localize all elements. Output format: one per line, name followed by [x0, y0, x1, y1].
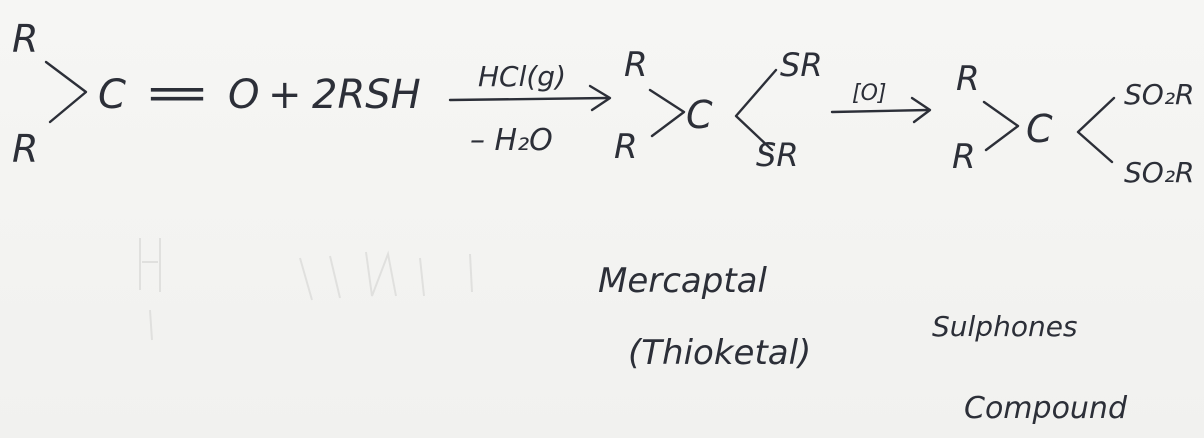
intermediate-label: Mercaptal (Thioketal) [598, 261, 811, 373]
intermediate-group-top: SR [780, 46, 823, 84]
reactant-double-bond: = [142, 67, 212, 118]
reactant-r-bottom: R [12, 127, 38, 171]
arrow1-reagent-above: HCl(g) [478, 60, 566, 93]
intermediate-r-top: R [624, 45, 648, 85]
thioketal-label: (Thioketal) [628, 333, 811, 373]
reactant-ketone: R R C = O + 2RSH [12, 17, 421, 171]
intermediate-right-bonds [734, 68, 778, 152]
compound-label: Compound [964, 391, 1128, 426]
reaction-arrow-1: HCl(g) – H₂O [448, 60, 612, 158]
intermediate-carbon: C [686, 93, 713, 137]
reactant-oxygen: O [228, 72, 259, 118]
product-label: Sulphones Compound [932, 310, 1128, 426]
intermediate-group-bottom: SR [756, 136, 799, 174]
arrow2-line [830, 96, 932, 124]
reactant-carbon: C [98, 72, 126, 118]
product-carbon: C [1026, 107, 1053, 151]
product-r-bottom: R [952, 137, 976, 177]
reactant-plus: + [268, 72, 302, 118]
reactant-r-top: R [12, 17, 38, 61]
arrow1-reagent-below: – H₂O [470, 123, 553, 158]
intermediate-r-bottom: R [614, 127, 638, 167]
product-r-top: R [956, 59, 980, 99]
product-group-top: SO₂R [1124, 78, 1195, 111]
product-group-bottom: SO₂R [1124, 156, 1195, 189]
sulphones-label: Sulphones [932, 310, 1078, 343]
arrow1-line [448, 84, 612, 112]
reactant-bond-chevron [44, 60, 88, 124]
product-right-bonds [1076, 96, 1116, 164]
reaction-arrow-2: [O] [830, 81, 932, 124]
arrow2-reagent-above: [O] [852, 81, 886, 106]
mercaptal-label: Mercaptal [598, 261, 768, 301]
product-left-chevron [982, 100, 1020, 152]
reactant-thiol: 2RSH [312, 72, 421, 118]
product-sulphone: R R C SO₂R SO₂R [952, 59, 1195, 189]
intermediate-mercaptal: R R C SR SR [614, 45, 823, 174]
intermediate-left-chevron [648, 88, 686, 138]
